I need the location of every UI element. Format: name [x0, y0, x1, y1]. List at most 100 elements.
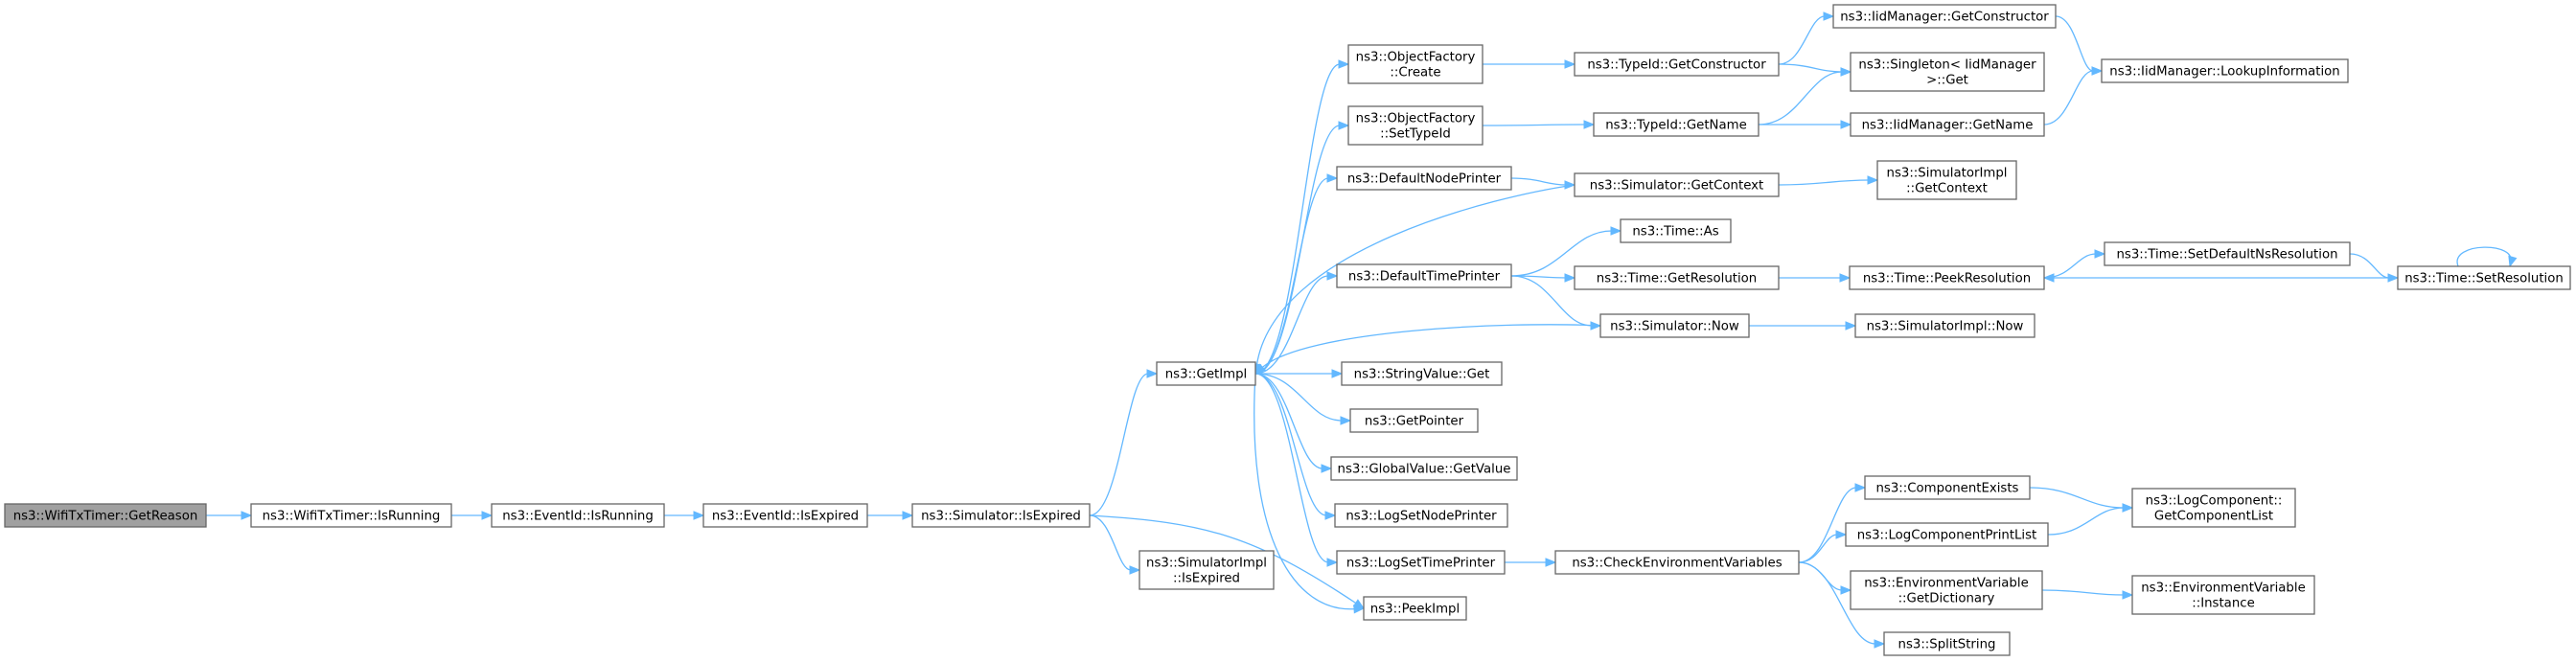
edge-line [1510, 177, 1567, 186]
node-box [702, 503, 868, 528]
node-label: ns3::DefaultTimePrinter [1348, 270, 1501, 285]
node-wifi-is-running[interactable]: ns3::WifiTxTimer::IsRunning [250, 503, 452, 528]
node-label: ns3::IidManager::GetName [1862, 119, 2034, 133]
node-event-is-running[interactable]: ns3::EventId::IsRunning [491, 503, 665, 528]
edge-obj-factory-set-type-id-to-type-id-get-name [1482, 120, 1596, 129]
node-type-id-get-constructor[interactable]: ns3::TypeId::GetConstructor [1574, 52, 1780, 77]
node-obj-factory-create[interactable]: ns3::ObjectFactory::Create [1347, 44, 1484, 84]
node-string-value-get[interactable]: ns3::StringValue::Get [1341, 361, 1503, 386]
node-time-set-resolution[interactable]: ns3::Time::SetResolution [2397, 265, 2571, 290]
edge-line [2043, 70, 2094, 126]
node-label: ns3::Time::PeekResolution [1863, 272, 2031, 286]
edge-line [1758, 71, 1843, 126]
node-default-time-printer[interactable]: ns3::DefaultTimePrinter [1336, 263, 1512, 288]
edge-arrowhead [1146, 369, 1159, 378]
node-sim-impl-now[interactable]: ns3::SimulatorImpl::Now [1854, 313, 2036, 338]
node-box [1574, 172, 1780, 197]
node-box [1330, 456, 1518, 481]
node-label: ns3::CheckEnvironmentVariables [1572, 557, 1782, 571]
node-peek-impl[interactable]: ns3::PeekImpl [1363, 596, 1467, 621]
node-split-string[interactable]: ns3::SplitString [1883, 631, 2011, 656]
node-time-set-default-ns-resolution[interactable]: ns3::Time::SetDefaultNsResolution [2104, 241, 2351, 266]
node-get-impl[interactable]: ns3::GetImpl [1156, 361, 1256, 386]
node-label: GetComponentList [2154, 510, 2273, 524]
node-sim-is-expired[interactable]: ns3::Simulator::IsExpired [911, 503, 1091, 528]
node-box [1864, 475, 2031, 500]
node-obj-factory-set-type-id[interactable]: ns3::ObjectFactory::SetTypeId [1347, 105, 1484, 146]
edge-arrowhead [2508, 255, 2518, 268]
edge-default-time-printer-to-time-as [1510, 226, 1622, 277]
edge-type-id-get-name-to-singleton-get [1758, 67, 1852, 126]
node-singleton-get[interactable]: ns3::Singleton< IidManager >::Get [1850, 52, 2045, 92]
edge-sim-get-context-to-sim-impl-get-context [1778, 175, 1879, 186]
edge-log-component-print-list-to-log-component-get-component-list [2047, 503, 2134, 536]
node-iid-get-constructor[interactable]: ns3::IidManager::GetConstructor [1832, 4, 2057, 29]
node-box [1554, 550, 1800, 575]
node-box [1334, 503, 1508, 528]
edge-arrowhead [1610, 226, 1622, 236]
node-sim-now[interactable]: ns3::Simulator::Now [1599, 313, 1750, 338]
node-iid-lookup-information[interactable]: ns3::IidManager::LookupInformation [2101, 58, 2349, 83]
node-label: ns3::Time::SetResolution [2404, 272, 2564, 286]
edge-arrowhead [1823, 11, 1835, 21]
node-type-id-get-name[interactable]: ns3::TypeId::GetName [1593, 112, 1760, 137]
node-env-var-instance[interactable]: ns3::EnvironmentVariable::Instance [2131, 575, 2315, 615]
node-iid-get-name[interactable]: ns3::IidManager::GetName [1850, 112, 2045, 137]
edge-arrowhead [1338, 121, 1350, 130]
edge-get-impl-to-log-set-time-printer [1254, 373, 1339, 567]
node-log-component-get-component-list[interactable]: ns3::LogComponent::GetComponentList [2131, 488, 2296, 528]
node-label: ns3::GetImpl [1165, 368, 1247, 382]
node-box [1336, 263, 1512, 288]
node-label: ns3::LogSetNodePrinter [1346, 510, 1497, 524]
node-log-component-print-list[interactable]: ns3::LogComponentPrintList [1845, 522, 2049, 547]
node-label: ns3::Time::GetResolution [1597, 272, 1757, 286]
edge-iid-get-constructor-to-iid-lookup-information [2055, 15, 2104, 76]
edge-line [2041, 589, 2125, 596]
edge-arrowhead [1353, 604, 1366, 614]
node-label: ns3::ObjectFactory [1356, 112, 1476, 126]
node-label: ns3::Time::As [1632, 225, 1718, 240]
node-box [1347, 44, 1484, 84]
node-log-set-node-printer[interactable]: ns3::LogSetNodePrinter [1334, 503, 1508, 528]
edge-arrowhead [1340, 416, 1352, 425]
node-sim-impl-is-expired[interactable]: ns3::SimulatorImpl::IsExpired [1138, 550, 1275, 590]
node-event-is-expired[interactable]: ns3::EventId::IsExpired [702, 503, 868, 528]
node-log-set-time-printer[interactable]: ns3::LogSetTimePrinter [1336, 550, 1506, 575]
node-box [1336, 166, 1512, 191]
edge-arrowhead [1840, 67, 1852, 77]
edge-sim-now-to-sim-impl-now [1749, 321, 1857, 331]
node-get-pointer[interactable]: ns3::GetPointer [1349, 408, 1479, 433]
edge-line [1261, 324, 1601, 369]
node-box [1832, 4, 2057, 29]
node-component-exists[interactable]: ns3::ComponentExists [1864, 475, 2031, 500]
node-sim-get-context[interactable]: ns3::Simulator::GetContext [1574, 172, 1780, 197]
node-label: ns3::Time::SetDefaultNsResolution [2116, 248, 2337, 263]
edge-line [2029, 487, 2125, 509]
node-label: ns3::GetPointer [1365, 415, 1464, 429]
node-label: ns3::Simulator::Now [1610, 320, 1739, 334]
node-box [1883, 631, 2011, 656]
node-time-get-resolution[interactable]: ns3::Time::GetResolution [1574, 265, 1780, 290]
edge-arrowhead [1564, 59, 1576, 69]
node-box [1593, 112, 1760, 137]
node-default-node-printer[interactable]: ns3::DefaultNodePrinter [1336, 166, 1512, 191]
edge-line [2047, 507, 2125, 536]
node-label: ns3::StringValue::Get [1354, 368, 1490, 382]
edge-arrowhead [1129, 565, 1141, 575]
node-env-var-get-dictionary[interactable]: ns3::EnvironmentVariable::GetDictionary [1850, 570, 2043, 610]
node-time-as[interactable]: ns3::Time::As [1620, 218, 1732, 243]
edge-line [1778, 15, 1826, 65]
edge-arrowhead [1839, 273, 1852, 283]
node-sim-impl-get-context[interactable]: ns3::SimulatorImpl::GetContext [1876, 160, 2017, 200]
edge-arrowhead [2122, 590, 2134, 600]
edge-arrowhead [1874, 639, 1886, 649]
node-label: ns3::Simulator::GetContext [1590, 179, 1763, 194]
node-label: ::SetTypeId [1380, 127, 1451, 142]
node-label: ns3::SimulatorImpl [1887, 167, 2008, 181]
node-global-value-get-value[interactable]: ns3::GlobalValue::GetValue [1330, 456, 1518, 481]
edge-get-impl-to-get-pointer [1254, 373, 1352, 425]
node-check-env-vars[interactable]: ns3::CheckEnvironmentVariables [1554, 550, 1800, 575]
node-label: ns3::SplitString [1898, 638, 1996, 652]
node-time-peek-resolution[interactable]: ns3::Time::PeekResolution [1849, 265, 2045, 290]
